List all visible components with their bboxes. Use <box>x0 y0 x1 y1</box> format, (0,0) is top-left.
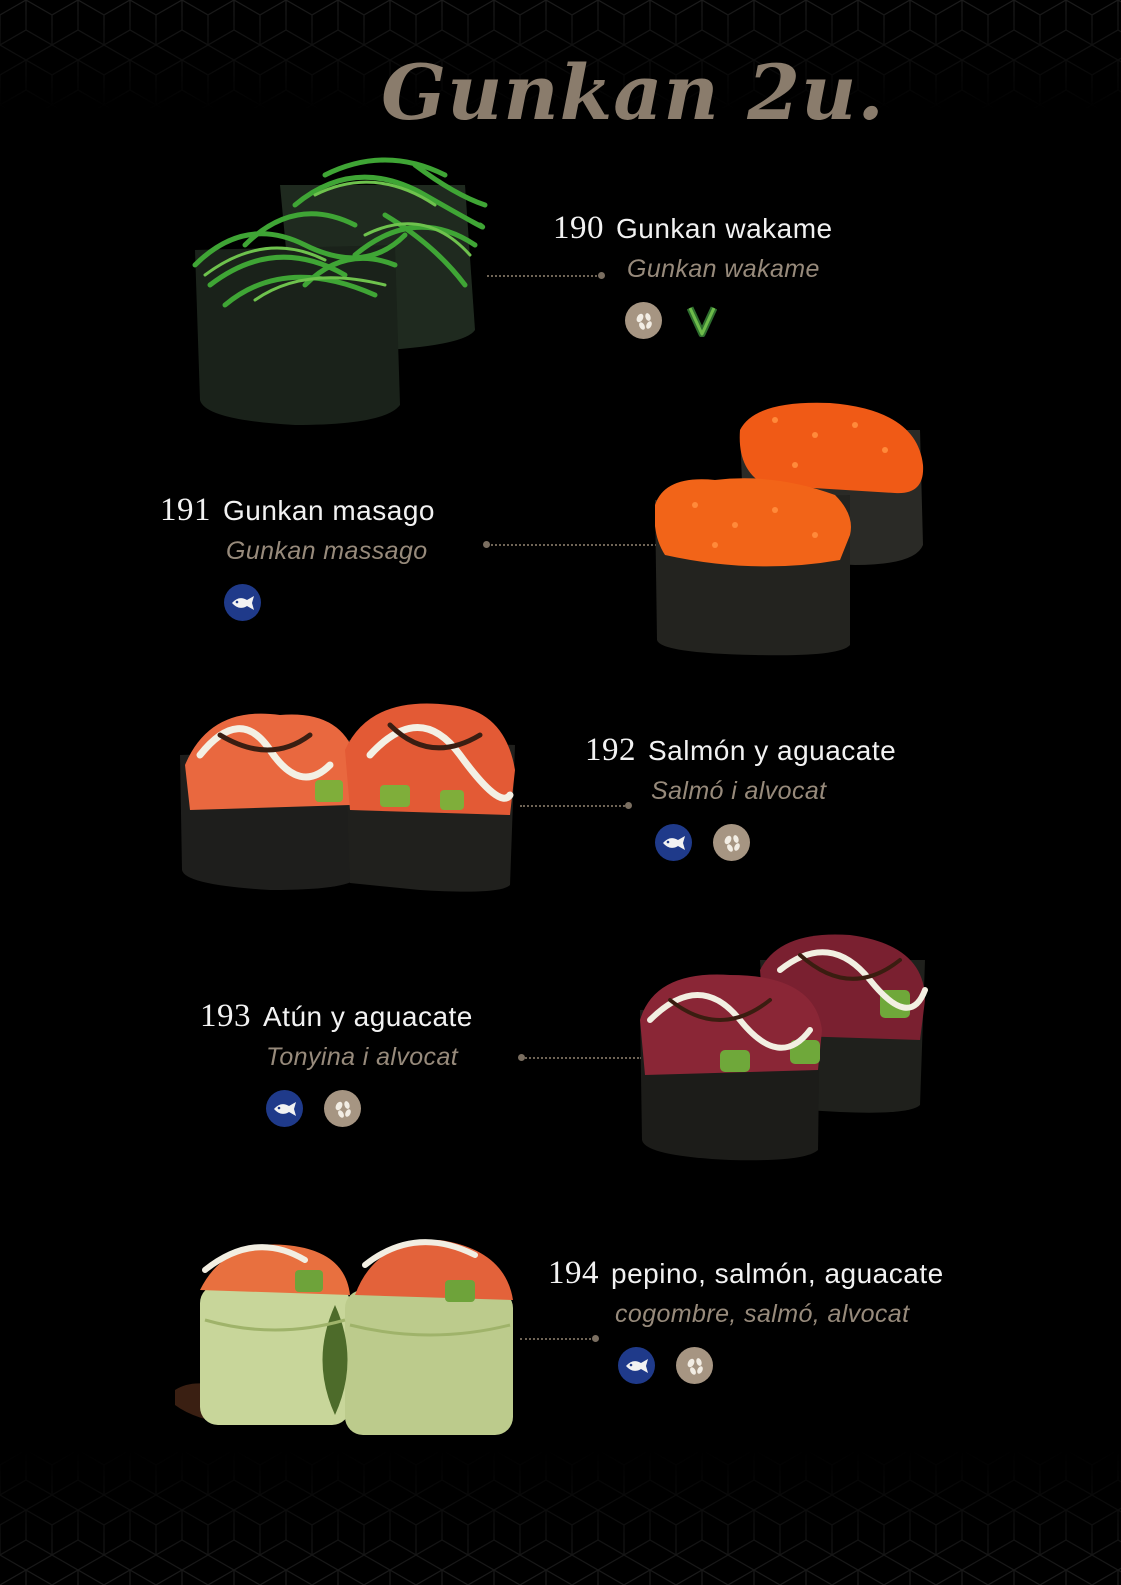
allergen-badges <box>625 302 833 339</box>
gunkan-salmon-avocado-photo <box>180 703 515 892</box>
item-number: 193 <box>200 998 251 1034</box>
item-number: 194 <box>548 1255 599 1291</box>
top-pattern <box>0 0 1121 110</box>
item-name: Gunkan wakame <box>616 213 833 244</box>
item-subtitle: Gunkan wakame <box>627 255 820 283</box>
leader-line <box>520 802 632 809</box>
sesame-icon <box>625 302 662 339</box>
gunkan-cucumber-salmon-photo <box>175 1239 513 1435</box>
item-name: pepino, salmón, aguacate <box>611 1258 944 1289</box>
leader-line <box>518 1054 642 1061</box>
item-number: 190 <box>553 210 604 246</box>
menu-item-193: 193 Atún y aguacate Tonyina i alvocat <box>200 998 473 1127</box>
item-name: Salmón y aguacate <box>648 735 897 766</box>
allergen-badges <box>224 584 435 621</box>
vegan-icon <box>683 302 720 339</box>
fish-icon <box>618 1347 655 1384</box>
allergen-badges <box>266 1090 473 1127</box>
allergen-badges <box>618 1347 944 1384</box>
gunkan-wakame-photo <box>192 157 488 425</box>
item-number: 191 <box>160 492 211 528</box>
leader-line <box>487 272 605 279</box>
item-name: Atún y aguacate <box>263 1001 473 1032</box>
item-subtitle: Salmó i alvocat <box>651 777 827 805</box>
fish-icon <box>655 824 692 861</box>
menu-item-191: 191 Gunkan masago Gunkan massago <box>160 492 435 621</box>
fish-icon <box>266 1090 303 1127</box>
sesame-icon <box>713 824 750 861</box>
item-name: Gunkan masago <box>223 495 435 526</box>
sesame-icon <box>676 1347 713 1384</box>
item-number: 192 <box>585 732 636 768</box>
menu-item-192: 192 Salmón y aguacate Salmó i alvocat <box>585 732 896 861</box>
item-subtitle: Gunkan massago <box>226 537 428 565</box>
item-subtitle: cogombre, salmó, alvocat <box>615 1300 910 1328</box>
sesame-icon <box>324 1090 361 1127</box>
bottom-pattern <box>0 1450 1121 1585</box>
item-subtitle: Tonyina i alvocat <box>266 1043 459 1071</box>
fish-icon <box>224 584 261 621</box>
gunkan-masago-photo <box>655 402 924 656</box>
allergen-badges <box>655 824 896 861</box>
gunkan-tuna-avocado-photo <box>640 934 928 1161</box>
leader-line <box>483 541 657 548</box>
menu-item-194: 194 pepino, salmón, aguacate cogombre, sa… <box>548 1255 944 1384</box>
leader-line <box>520 1335 599 1342</box>
page-title: Gunkan 2u. <box>381 48 885 137</box>
